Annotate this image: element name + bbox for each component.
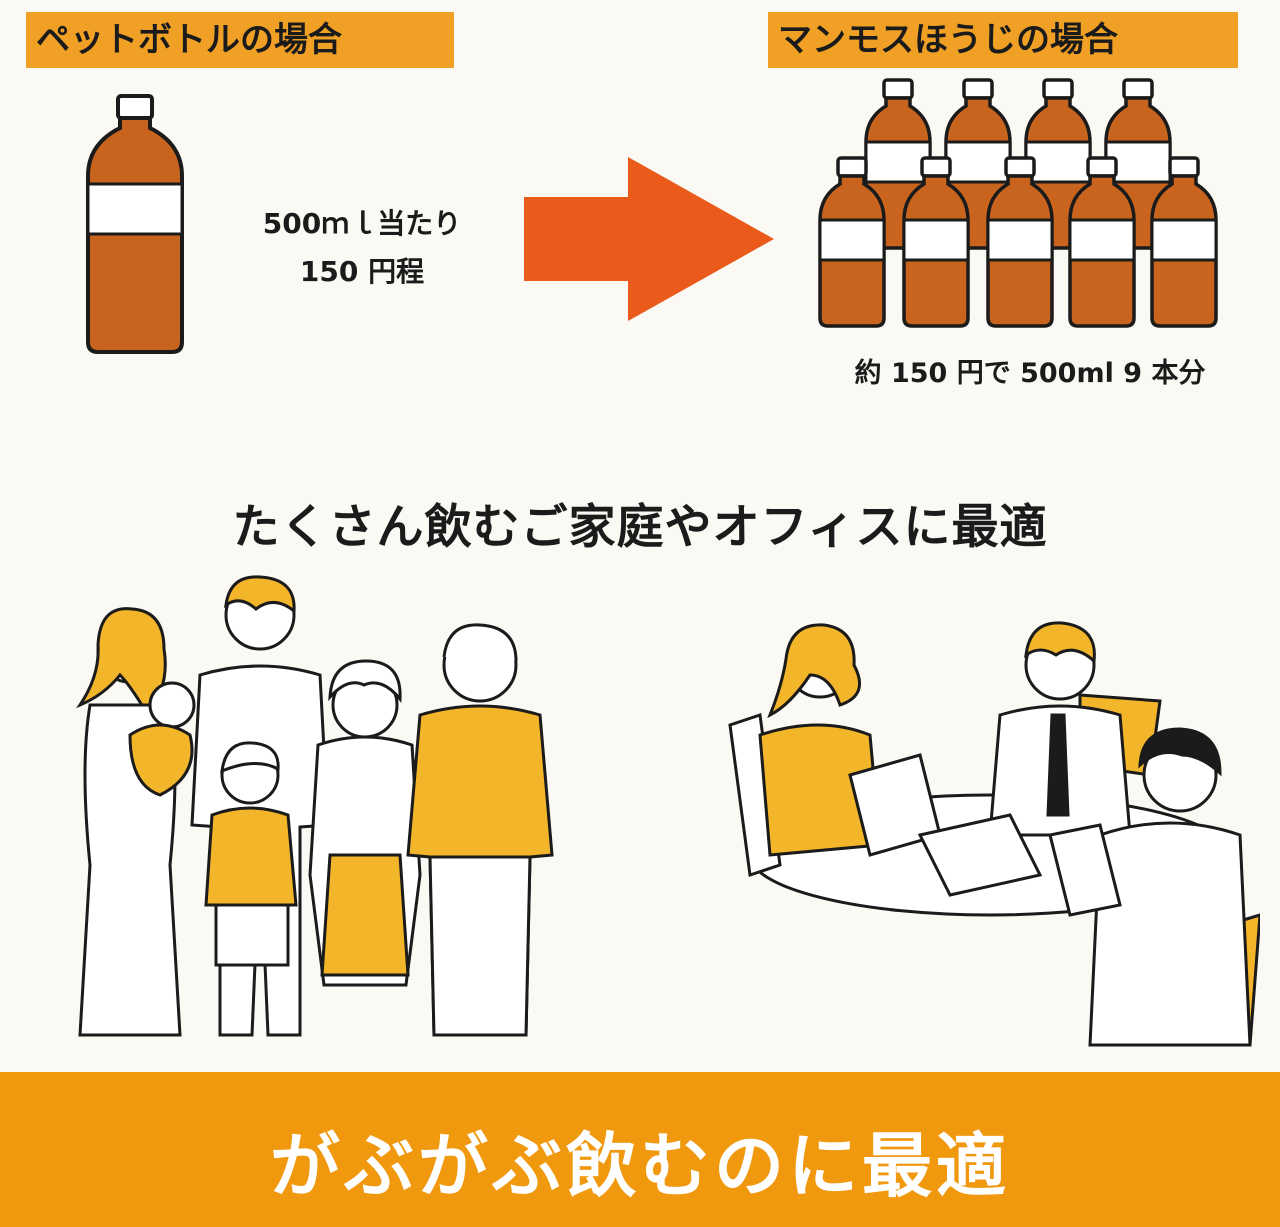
arrow-right-icon	[524, 157, 774, 321]
price-line-yen: 150 円程	[299, 255, 425, 288]
price-per-500ml: 500ｍｌ当たり 150 円程	[232, 200, 492, 296]
price-nine-bottles: 約 150 円で 500ml 9 本分	[854, 358, 1206, 389]
section-tag-mammoth: マンモスほうじの場合	[768, 12, 1238, 68]
price-line-volume: 500ｍｌ当たり	[262, 207, 462, 240]
section-tag-pet-bottle: ペットボトルの場合	[26, 12, 454, 68]
bottom-banner: がぶがぶ飲むのに最適	[0, 1072, 1280, 1227]
family-illustration	[76, 575, 554, 1037]
office-meeting-illustration	[728, 621, 1260, 1047]
banner-text: がぶがぶ飲むのに最適	[270, 1125, 1010, 1207]
pet-bottle-icon	[86, 94, 184, 354]
headline: たくさん飲むご家庭やオフィスに最適	[232, 500, 1048, 555]
bottle-group-icon	[818, 78, 1218, 328]
